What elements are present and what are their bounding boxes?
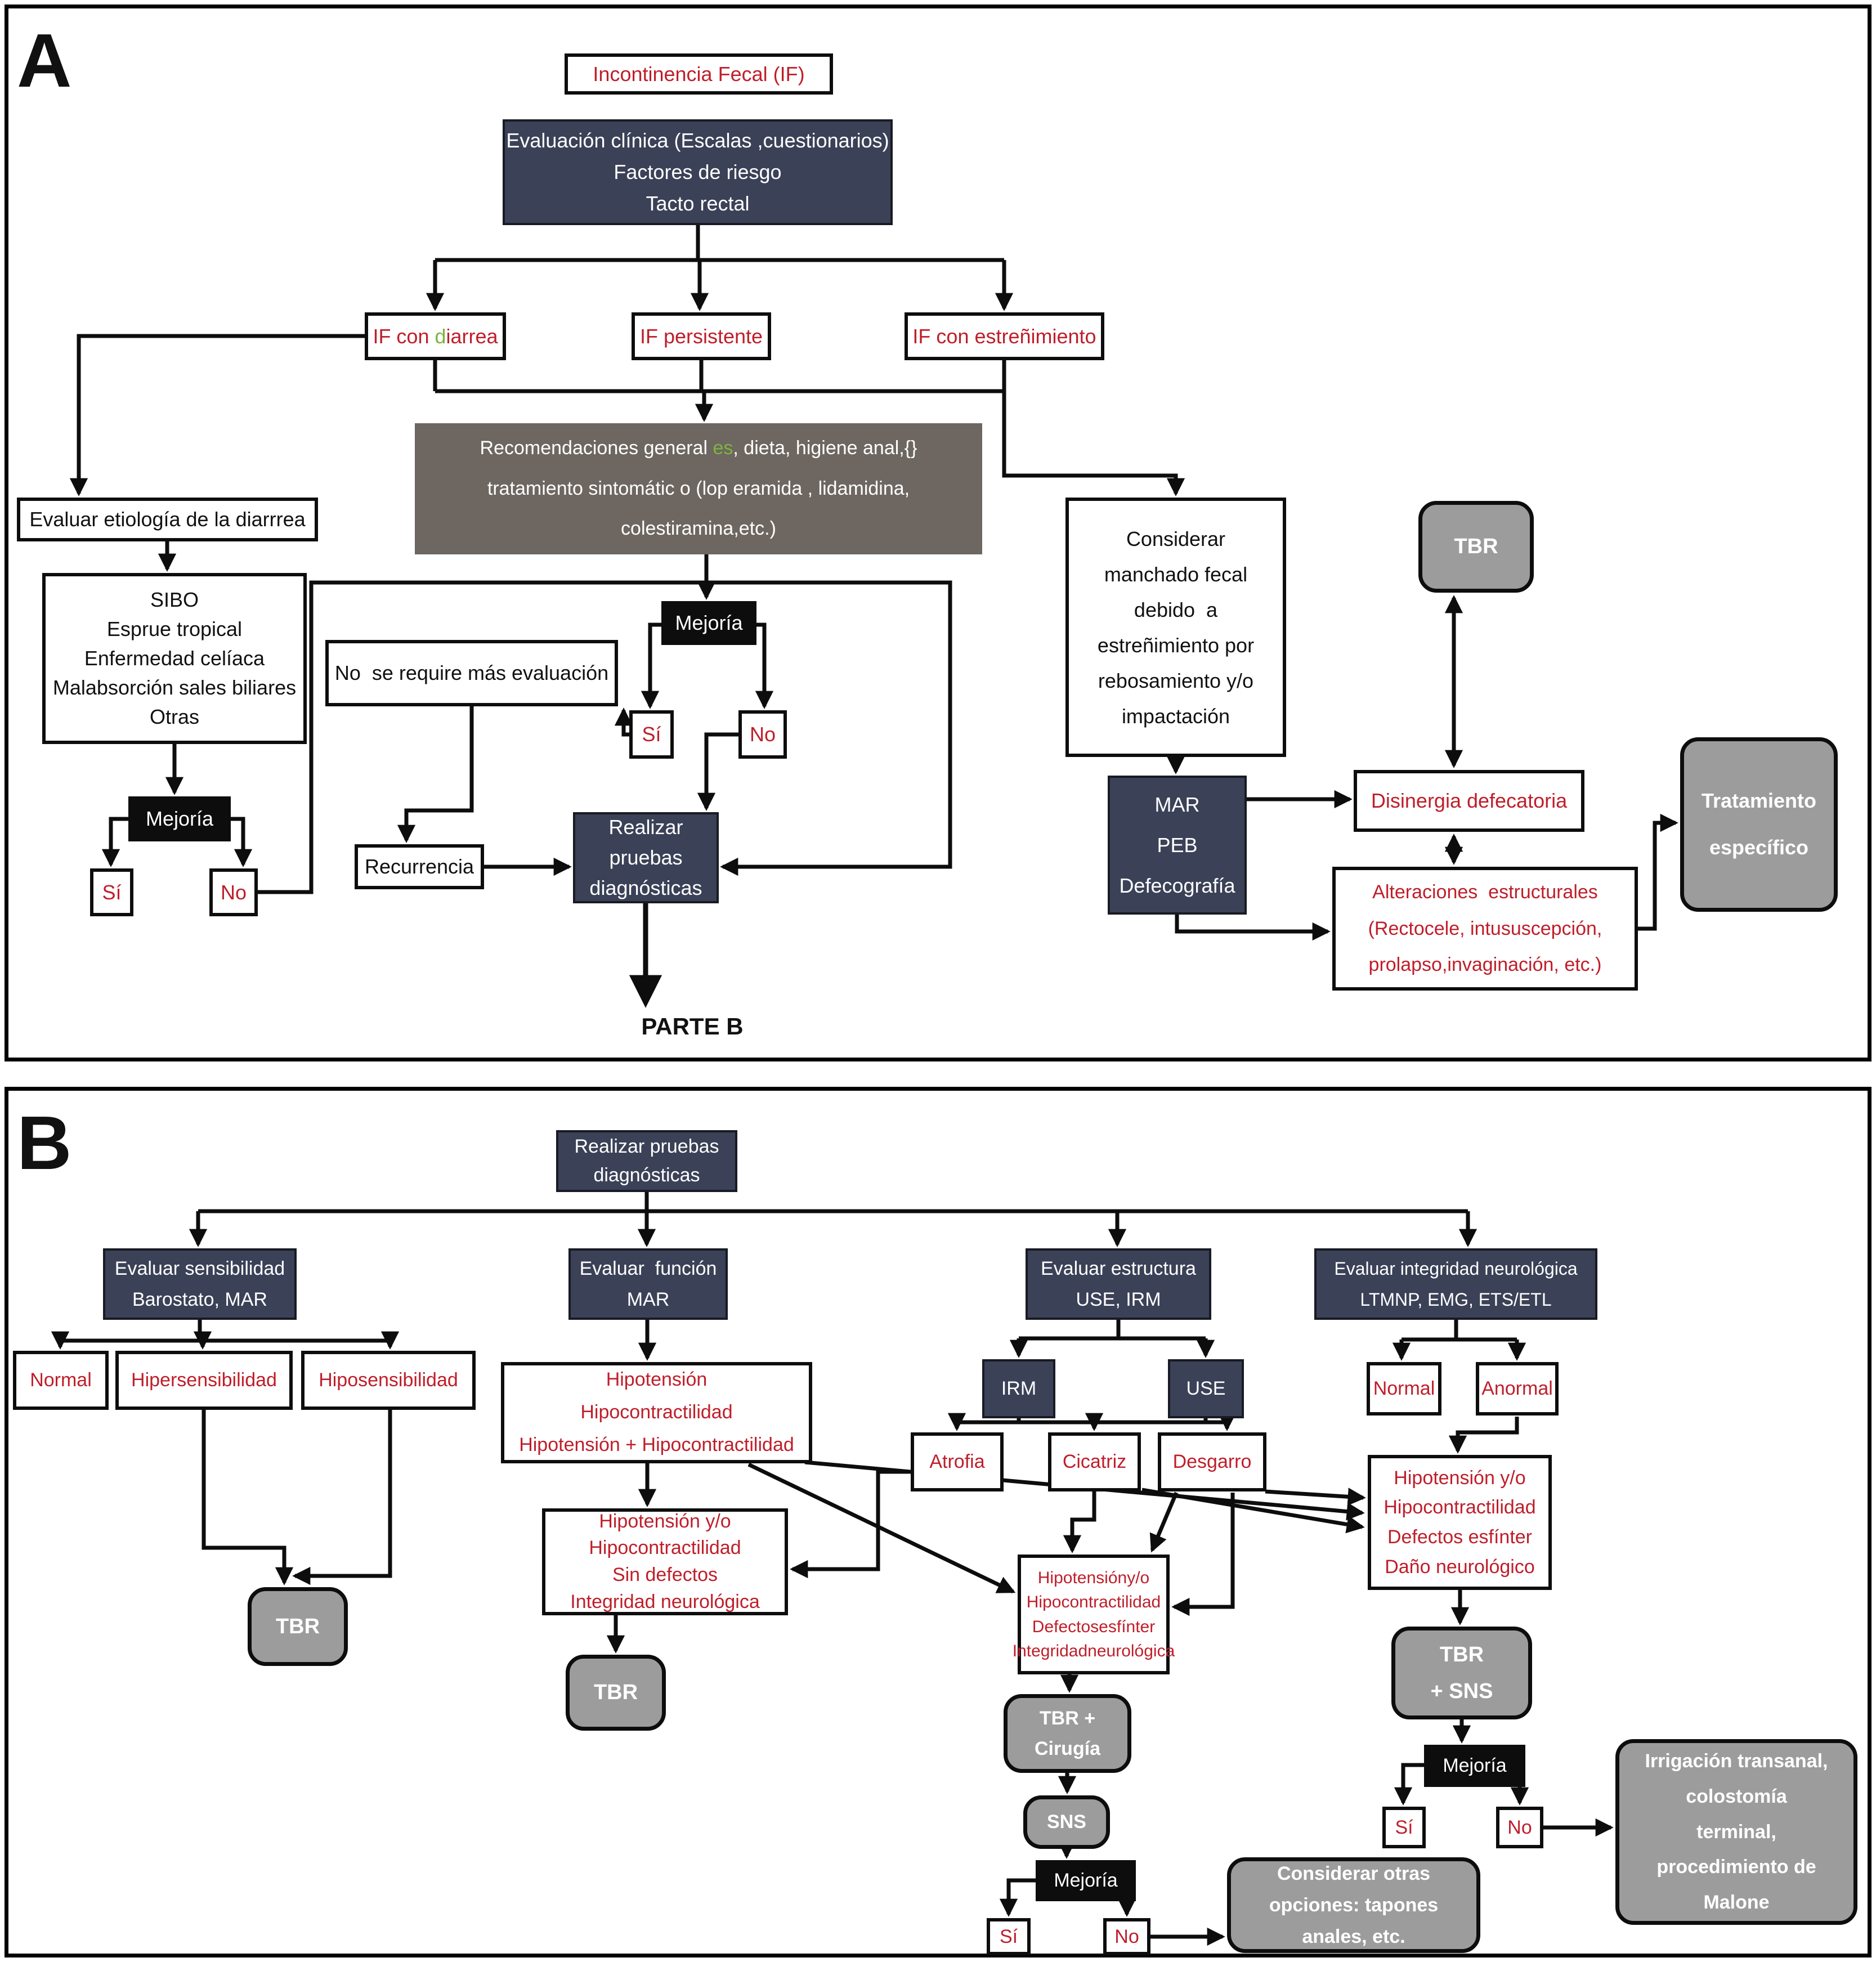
node-tbr-sensibilidad: TBR xyxy=(248,1587,348,1666)
node-if-persistente: IF persistente xyxy=(632,312,771,360)
recomendaciones-text: Recomendaciones general es, dieta, higie… xyxy=(480,437,917,540)
node-no-se-requiere-evaluacion: No se require más evaluación xyxy=(325,640,618,706)
node-use: USE xyxy=(1168,1359,1244,1418)
part-a-label: A xyxy=(17,18,72,103)
node-hipersensibilidad: Hipersensibilidad xyxy=(115,1351,293,1410)
node-evaluar-funcion: Evaluar función MAR xyxy=(568,1248,728,1320)
node-if-con-diarrea: IF con diarrea xyxy=(365,312,506,360)
node-irrigacion-transanal: Irrigación transanal, colostomía termina… xyxy=(1615,1739,1857,1925)
node-mejoria-b-centro: Mejoría xyxy=(1036,1860,1136,1901)
node-no-centro: No xyxy=(738,710,787,759)
node-normal-neurologico: Normal xyxy=(1367,1362,1441,1415)
node-evaluar-sensibilidad: Evaluar sensibilidad Barostato, MAR xyxy=(103,1248,297,1320)
node-mejoria-izquierda: Mejoría xyxy=(128,796,231,841)
part-b-label: B xyxy=(17,1100,72,1185)
node-evaluar-estructura: Evaluar estructura USE, IRM xyxy=(1026,1248,1211,1320)
node-incontinencia-fecal: Incontinencia Fecal (IF) xyxy=(565,53,833,95)
node-atrofia: Atrofia xyxy=(911,1432,1004,1491)
node-disinergia-defecatoria: Disinergia defecatoria xyxy=(1354,770,1584,832)
node-hipotension-dano-neurologico: Hipotensión y/o Hipocontractilidad Defec… xyxy=(1368,1455,1552,1590)
node-si-centro: Sí xyxy=(629,710,674,759)
node-if-con-estrenimiento: IF con estreñimiento xyxy=(905,312,1104,360)
node-tratamiento-especifico: Tratamiento específico xyxy=(1680,737,1838,912)
parte-b-label: PARTE B xyxy=(641,1013,744,1040)
node-irm: IRM xyxy=(982,1359,1055,1418)
node-realizar-pruebas-b: Realizar pruebas diagnósticas xyxy=(556,1130,737,1192)
node-mar-peb-defecografia: MAR PEB Defecografía xyxy=(1108,776,1247,915)
if-diarrea-text: IF con diarrea xyxy=(373,324,498,348)
green-letter: d xyxy=(435,324,446,348)
node-considerar-otras-opciones: Considerar otras opciones: tapones anale… xyxy=(1227,1857,1480,1953)
node-hiposensibilidad: Hiposensibilidad xyxy=(301,1351,476,1410)
node-realizar-pruebas-a: Realizar pruebas diagnósticas xyxy=(573,812,719,903)
node-cicatriz: Cicatriz xyxy=(1048,1432,1141,1491)
node-considerar-manchado: Considerar manchado fecal debido a estre… xyxy=(1065,498,1286,757)
node-evaluacion-clinica: Evaluación clínica (Escalas ,cuestionari… xyxy=(503,119,893,225)
node-mejoria-centro: Mejoría xyxy=(661,601,756,645)
part-a-frame xyxy=(5,5,1871,1061)
node-tbr-funcion: TBR xyxy=(566,1655,666,1731)
node-alteraciones-estructurales: Alteraciones estructurales (Rectocele, i… xyxy=(1332,867,1638,991)
node-mejoria-b-derecha: Mejoría xyxy=(1424,1745,1525,1787)
node-no-b-derecha: No xyxy=(1496,1807,1543,1848)
node-hipotension-defectos-esfinter: Hipotensióny/o Hipocontractilidad Defect… xyxy=(1013,1555,1175,1674)
node-evaluar-etiologia-diarrea: Evaluar etiología de la diarrrea xyxy=(17,498,318,541)
node-hipotension-sin-defectos: Hipotensión y/o Hipocontractilidad Sin d… xyxy=(542,1508,788,1615)
node-desgarro: Desgarro xyxy=(1158,1432,1266,1491)
node-normal-sensibilidad: Normal xyxy=(13,1351,109,1410)
node-evaluar-integridad-neurologica: Evaluar integridad neurológica LTMNP, EM… xyxy=(1314,1248,1597,1320)
node-tbr-sns: TBR + SNS xyxy=(1391,1627,1532,1719)
part-b-frame xyxy=(5,1087,1871,1957)
node-hipotension-hipocontractilidad: Hipotensión Hipocontractilidad Hipotensi… xyxy=(501,1362,812,1463)
node-recomendaciones-generales: Recomendaciones general es, dieta, higie… xyxy=(415,423,982,554)
node-sibo-causas: SIBO Esprue tropical Enfermedad celíaca … xyxy=(42,573,307,744)
green-letters: es xyxy=(713,437,733,459)
node-no-b-centro: No xyxy=(1103,1918,1150,1955)
node-si-b-centro: Sí xyxy=(987,1918,1031,1955)
node-no-izquierda: No xyxy=(209,868,258,916)
node-recurrencia: Recurrencia xyxy=(355,844,484,889)
node-si-izquierda: Sí xyxy=(90,868,133,916)
node-tbr-a: TBR xyxy=(1418,501,1534,593)
node-si-b-derecha: Sí xyxy=(1382,1807,1426,1848)
node-tbr-cirugia: TBR + Cirugía xyxy=(1004,1694,1131,1773)
node-sns: SNS xyxy=(1023,1795,1110,1849)
node-anormal-neurologico: Anormal xyxy=(1476,1362,1559,1415)
